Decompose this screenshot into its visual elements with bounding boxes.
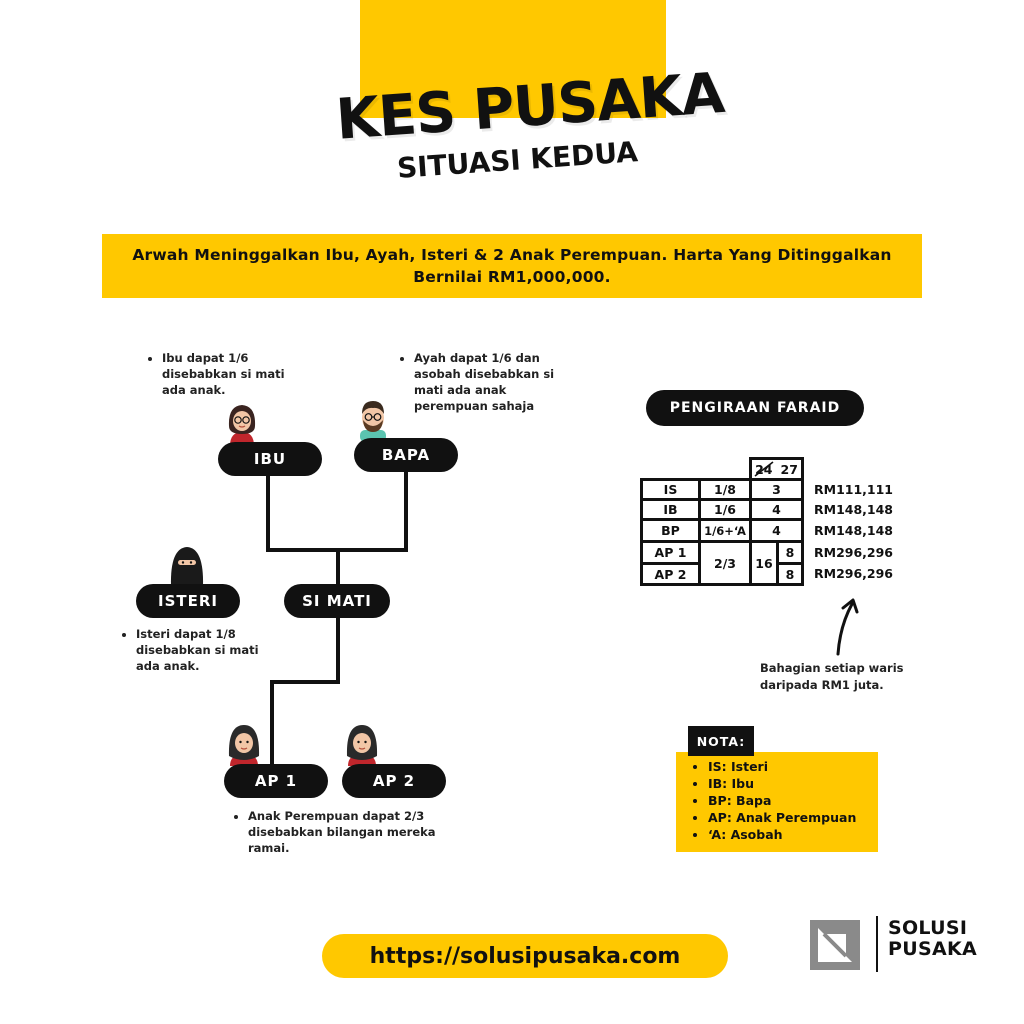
tree-line-children-horizontal bbox=[270, 680, 340, 684]
faraid-portion-ap: 16 bbox=[749, 540, 779, 586]
nota-box bbox=[676, 752, 878, 852]
note-bapa-item: Ayah dapat 1/6 dan asobah disebabkan si … bbox=[414, 350, 554, 414]
wife-avatar-icon bbox=[170, 547, 204, 586]
note-isteri-line-1: Isteri dapat 1/8 bbox=[136, 627, 236, 641]
nota-item: IS: Isteri bbox=[708, 758, 856, 775]
faraid-portion-bp: 4 bbox=[749, 518, 804, 543]
note-ibu: Ibu dapat 1/6 disebabkan si mati ada ana… bbox=[146, 350, 285, 398]
case-description-line-1: Arwah Meninggalkan Ibu, Ayah, Isteri & 2… bbox=[132, 246, 892, 264]
strike-mark-icon bbox=[754, 460, 774, 477]
nota-item: ‘A: Asobah bbox=[708, 826, 856, 843]
note-ibu-line-2: disebabkan si mati bbox=[162, 367, 285, 381]
faraid-subportion-ap2: 8 bbox=[776, 562, 804, 586]
faraid-caption-line-2: daripada RM1 juta. bbox=[760, 678, 884, 692]
daughter2-avatar-icon bbox=[346, 725, 378, 766]
nota-label: NOTA: bbox=[688, 726, 754, 756]
faraid-amount-ib: RM148,148 bbox=[814, 502, 893, 517]
faraid-amount-ap2: RM296,296 bbox=[814, 566, 893, 581]
note-bapa-line-4: perempuan sahaja bbox=[414, 399, 535, 413]
nota-list: IS: Isteri IB: Ibu BP: Bapa AP: Anak Per… bbox=[692, 758, 856, 843]
title-background-block bbox=[360, 0, 666, 118]
logo-line-1: SOLUSI bbox=[888, 917, 968, 939]
curved-arrow-icon bbox=[836, 598, 859, 656]
father-avatar-icon bbox=[360, 401, 386, 442]
faraid-subportion-ap1: 8 bbox=[776, 540, 804, 565]
faraid-amount-is: RM111,111 bbox=[814, 482, 893, 497]
title-group: KES PUSAKA SITUASI KEDUA bbox=[300, 61, 726, 204]
note-ap-item: Anak Perempuan dapat 2/3 disebabkan bila… bbox=[248, 808, 436, 856]
faraid-share-ap: 2/3 bbox=[698, 540, 752, 586]
faraid-header-new-base: 27 bbox=[780, 461, 798, 477]
note-bapa-line-2: asobah disebabkan si bbox=[414, 367, 555, 381]
faraid-caption: Bahagian setiap waris daripada RM1 juta. bbox=[760, 660, 904, 694]
faraid-heir-ap2: AP 2 bbox=[640, 562, 701, 586]
tree-line-bapa-down bbox=[404, 472, 408, 552]
note-isteri: Isteri dapat 1/8 disebabkan si mati ada … bbox=[120, 626, 259, 674]
faraid-header-struck: 24 bbox=[754, 460, 774, 477]
nota-item: BP: Bapa bbox=[708, 792, 856, 809]
case-description-line-2: Bernilai RM1,000,000. bbox=[413, 268, 611, 286]
note-bapa-line-1: Ayah dapat 1/6 dan bbox=[414, 351, 540, 365]
logo-divider bbox=[876, 916, 878, 972]
node-ap1: AP 1 bbox=[224, 764, 328, 798]
faraid-heir-ap1: AP 1 bbox=[640, 540, 701, 565]
faraid-caption-line-1: Bahagian setiap waris bbox=[760, 661, 904, 675]
case-description-banner: Arwah Meninggalkan Ibu, Ayah, Isteri & 2… bbox=[102, 234, 922, 298]
node-ap2: AP 2 bbox=[342, 764, 446, 798]
daughter1-avatar-icon bbox=[228, 725, 260, 766]
tree-line-simati-down bbox=[336, 618, 340, 682]
note-ap-line-1: Anak Perempuan dapat 2/3 bbox=[248, 809, 425, 823]
note-isteri-line-3: ada anak. bbox=[136, 659, 200, 673]
tree-line-parents-to-simati bbox=[336, 548, 340, 586]
note-bapa-line-3: mati ada anak bbox=[414, 383, 507, 397]
tree-line-to-ap1 bbox=[270, 680, 274, 766]
faraid-header-cell: 24 27 bbox=[749, 457, 804, 481]
node-bapa: BAPA bbox=[354, 438, 458, 472]
mother-avatar-icon bbox=[228, 405, 256, 446]
node-isteri: ISTERI bbox=[136, 584, 240, 618]
note-ap-line-3: ramai. bbox=[248, 841, 290, 855]
logo-line-2: PUSAKA bbox=[888, 938, 977, 960]
case-description-text: Arwah Meninggalkan Ibu, Ayah, Isteri & 2… bbox=[132, 244, 891, 288]
nota-item: IB: Ibu bbox=[708, 775, 856, 792]
note-ap: Anak Perempuan dapat 2/3 disebabkan bila… bbox=[232, 808, 436, 856]
node-ibu: IBU bbox=[218, 442, 322, 476]
faraid-title: PENGIRAAN FARAID bbox=[646, 390, 864, 426]
note-ibu-item: Ibu dapat 1/6 disebabkan si mati ada ana… bbox=[162, 350, 285, 398]
note-ap-line-2: disebabkan bilangan mereka bbox=[248, 825, 436, 839]
note-ibu-line-3: ada anak. bbox=[162, 383, 226, 397]
node-simati: SI MATI bbox=[284, 584, 390, 618]
faraid-amount-ap1: RM296,296 bbox=[814, 545, 893, 560]
nota-item: AP: Anak Perempuan bbox=[708, 809, 856, 826]
note-isteri-line-2: disebabkan si mati bbox=[136, 643, 259, 657]
note-bapa: Ayah dapat 1/6 dan asobah disebabkan si … bbox=[398, 350, 554, 414]
faraid-amount-bp: RM148,148 bbox=[814, 523, 893, 538]
solusi-pusaka-logo-icon bbox=[810, 920, 860, 970]
logo-wordmark: SOLUSI PUSAKA bbox=[888, 918, 977, 960]
page-title: KES PUSAKA bbox=[334, 60, 726, 153]
note-ibu-line-1: Ibu dapat 1/6 bbox=[162, 351, 249, 365]
tree-line-ibu-down bbox=[266, 476, 270, 552]
website-link[interactable]: https://solusipusaka.com bbox=[322, 934, 728, 978]
note-isteri-item: Isteri dapat 1/8 disebabkan si mati ada … bbox=[136, 626, 259, 674]
